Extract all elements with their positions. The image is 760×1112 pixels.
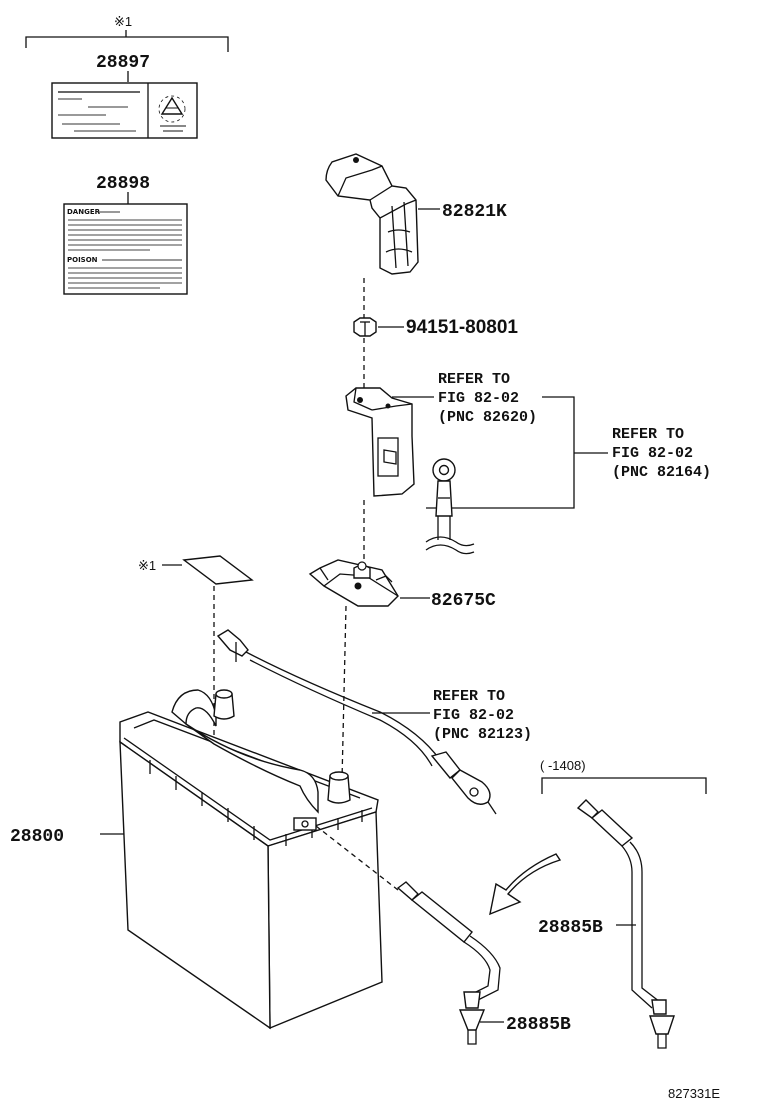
range-note: ( -1408) xyxy=(540,758,586,773)
part-28885b-right[interactable]: ( -1408) 28885B xyxy=(538,758,707,1049)
part-94151-80801[interactable]: 94151-80801 xyxy=(353,317,518,338)
danger-text: DANGER xyxy=(67,208,101,216)
part-number-94151-80801: 94151-80801 xyxy=(406,317,518,338)
direction-arrow-icon xyxy=(489,853,562,916)
part-28897[interactable]: 28897 xyxy=(51,53,198,139)
recycle-icon xyxy=(158,95,186,132)
refer-82123-line2: FIG 82-02 xyxy=(433,707,514,724)
battery-graphic xyxy=(119,689,383,1030)
vent-hose-right-graphic xyxy=(576,799,675,1049)
part-28898[interactable]: 28898 DANGER POISON xyxy=(63,174,188,295)
refer-82164-line2: FIG 82-02 xyxy=(612,445,693,462)
part-number-28885b-left: 28885B xyxy=(506,1015,571,1035)
refer-block-82123[interactable]: REFER TO FIG 82-02 (PNC 82123) xyxy=(372,688,532,743)
battery-terminal-graphic xyxy=(308,559,399,607)
part-number-82821k: 82821K xyxy=(442,202,507,222)
refer-82620-line1: REFER TO xyxy=(438,371,510,388)
refer-82620-line3: (PNC 82620) xyxy=(438,409,537,426)
recycle-label-graphic xyxy=(51,82,198,139)
part-28885b-left[interactable]: 28885B xyxy=(315,825,571,1045)
part-82821k[interactable]: 82821K xyxy=(325,153,507,275)
vent-hose-left-graphic xyxy=(396,881,501,1045)
note-mark-top: ※1 xyxy=(114,14,132,29)
poison-text: POISON xyxy=(67,256,98,264)
part-82675c[interactable]: 82675C xyxy=(308,559,496,611)
label-sticker-mark[interactable]: ※1 xyxy=(138,555,254,760)
cable-82123[interactable] xyxy=(216,629,497,815)
part-number-28800: 28800 xyxy=(10,827,64,847)
nut-graphic xyxy=(353,317,377,337)
terminal-cover-graphic xyxy=(325,153,419,275)
part-number-28885b-right: 28885B xyxy=(538,918,603,938)
refer-block-82164[interactable]: REFER TO FIG 82-02 (PNC 82164) xyxy=(574,426,711,481)
refer-82620-line2: FIG 82-02 xyxy=(438,390,519,407)
refer-82123-line3: (PNC 82123) xyxy=(433,726,532,743)
cable-82164[interactable] xyxy=(425,458,475,555)
refer-82123-line1: REFER TO xyxy=(433,688,505,705)
part-number-28898: 28898 xyxy=(96,174,150,194)
refer-block-82620[interactable]: REFER TO FIG 82-02 (PNC 82620) xyxy=(392,371,575,509)
refer-82164-line3: (PNC 82164) xyxy=(612,464,711,481)
danger-label-graphic: DANGER POISON xyxy=(63,203,188,295)
part-number-82675c: 82675C xyxy=(431,591,496,611)
part-28800[interactable]: 28800 xyxy=(10,689,383,1030)
figure-id: 827331E xyxy=(668,1086,720,1101)
refer-82164-line1: REFER TO xyxy=(612,426,684,443)
part-number-28897: 28897 xyxy=(96,53,150,73)
note-mark-side: ※1 xyxy=(138,558,156,573)
assembly-dash-4 xyxy=(341,605,347,781)
terminal-bracket-82620[interactable] xyxy=(345,387,415,497)
label-group-bracket: ※1 xyxy=(25,14,229,52)
